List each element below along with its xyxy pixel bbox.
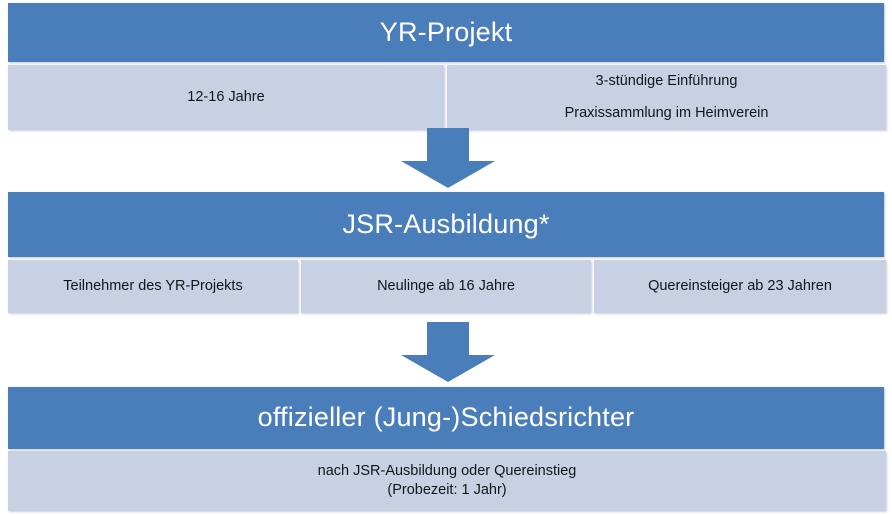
band-cell-neulinge: Neulinge ab 16 Jahre: [301, 260, 591, 313]
band-cell-teilnehmer: Teilnehmer des YR-Projekts: [8, 260, 298, 313]
stage-header-yr-projekt: YR-Projekt: [8, 3, 884, 62]
stage-jsr-ausbildung: JSR-Ausbildung* Teilnehmer des YR-Projek…: [8, 192, 886, 320]
stage-band-jsr-ausbildung: Teilnehmer des YR-Projekts Neulinge ab 1…: [8, 260, 886, 313]
band-cell-alter-line-1: 12-16 Jahre: [187, 88, 265, 105]
stage-band-yr-projekt: 12-16 Jahre 3-stündige Einführung Praxis…: [8, 65, 886, 130]
band-cell-voraussetzung: nach JSR-Ausbildung oder Quereinstieg (P…: [8, 451, 886, 511]
stage-schiedsrichter: offizieller (Jung-)Schiedsrichter nach J…: [8, 387, 886, 511]
stage-title-yr-projekt: YR-Projekt: [379, 16, 513, 47]
stage-band-schiedsrichter: nach JSR-Ausbildung oder Quereinstieg (P…: [8, 451, 886, 511]
band-cell-inhalt-line-2: Praxissammlung im Heimverein: [564, 105, 769, 121]
stage-header-schiedsrichter: offizieller (Jung-)Schiedsrichter: [8, 387, 884, 449]
stage-title-jsr-ausbildung: JSR-Ausbildung*: [342, 208, 550, 239]
band-cell-alter: 12-16 Jahre: [8, 65, 444, 130]
band-cell-inhalt: 3-stündige Einführung Praxissammlung im …: [447, 65, 886, 130]
band-cell-quereinsteiger: Quereinsteiger ab 23 Jahren: [594, 260, 886, 313]
stage-yr-projekt: YR-Projekt 12-16 Jahre 3-stündige Einfüh…: [8, 3, 886, 130]
stage-header-jsr-ausbildung: JSR-Ausbildung*: [8, 192, 884, 257]
stage-title-schiedsrichter: offizieller (Jung-)Schiedsrichter: [257, 402, 635, 433]
band-cell-neulinge-line-1: Neulinge ab 16 Jahre: [377, 277, 515, 294]
band-cell-quereinsteiger-line-1: Quereinsteiger ab 23 Jahren: [648, 277, 832, 294]
band-cell-teilnehmer-line-1: Teilnehmer des YR-Projekts: [63, 277, 243, 294]
band-cell-voraussetzung-line-1: nach JSR-Ausbildung oder Quereinstieg: [317, 462, 577, 479]
band-cell-voraussetzung-line-2: (Probezeit: 1 Jahr): [387, 482, 507, 498]
band-cell-inhalt-line-1: 3-stündige Einführung: [595, 72, 738, 89]
arrow-down-icon-1: [400, 128, 496, 188]
arrow-down-icon-2: [400, 322, 496, 382]
